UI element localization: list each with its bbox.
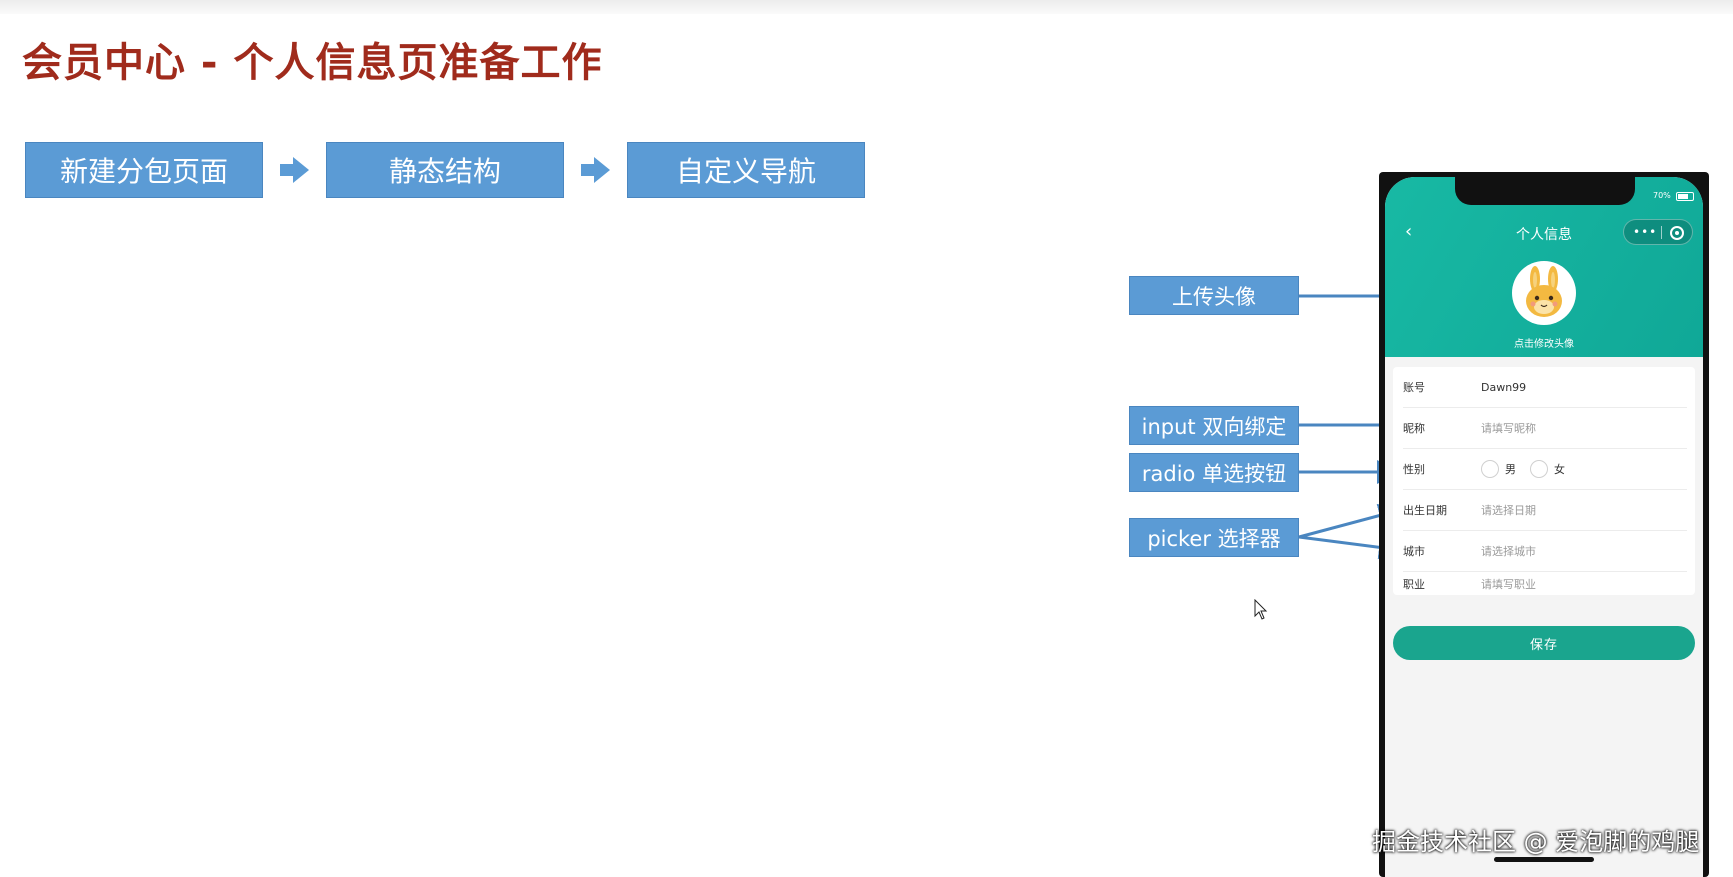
city-label: 城市	[1403, 545, 1425, 558]
watermark: 掘金技术社区 @ 爱泡脚的鸡腿	[1372, 828, 1700, 856]
step-custom-navigation: 自定义导航	[627, 142, 865, 198]
arrow-right-icon	[280, 157, 310, 183]
gender-male-radio[interactable]	[1481, 460, 1499, 478]
more-dots-icon[interactable]: •••	[1633, 225, 1658, 239]
close-target-icon[interactable]	[1670, 226, 1684, 240]
form-row-gender: 性别 男 女	[1403, 449, 1687, 490]
form-row-birthday[interactable]: 出生日期 请选择日期	[1403, 490, 1687, 531]
city-picker[interactable]: 请选择城市	[1481, 545, 1536, 558]
phone-notch	[1455, 177, 1635, 205]
nickname-label: 昵称	[1403, 422, 1425, 435]
slide-title: 会员中心 - 个人信息页准备工作	[22, 40, 603, 86]
battery-icon	[1676, 192, 1694, 201]
form-row-nickname[interactable]: 昵称 请填写昵称	[1403, 408, 1687, 449]
mouse-cursor-icon	[1254, 599, 1268, 620]
battery-level: 70%	[1653, 191, 1671, 200]
avatar[interactable]	[1512, 261, 1576, 325]
gender-label: 性别	[1403, 463, 1425, 476]
capsule-menu[interactable]: •••	[1623, 219, 1693, 245]
arrow-right-icon	[581, 157, 611, 183]
account-label: 账号	[1403, 381, 1425, 394]
step-new-subpackage: 新建分包页面	[25, 142, 263, 198]
nickname-input[interactable]: 请填写昵称	[1481, 422, 1536, 435]
phone-screen: 70% ‹ 个人信息 ••• 点击修改头像 账号 Dawn99 昵称	[1385, 177, 1703, 877]
annotation-upload-avatar: 上传头像	[1129, 276, 1299, 315]
home-indicator	[1494, 857, 1594, 862]
gender-male-label[interactable]: 男	[1505, 463, 1516, 476]
gender-female-radio[interactable]	[1530, 460, 1548, 478]
avatar-hint[interactable]: 点击修改头像	[1514, 339, 1574, 350]
capsule-divider	[1661, 226, 1662, 239]
nav-title: 个人信息	[1516, 227, 1572, 243]
annotation-radio-button: radio 单选按钮	[1129, 453, 1299, 492]
back-chevron-icon[interactable]: ‹	[1405, 221, 1413, 242]
top-shadow-bar	[0, 0, 1733, 14]
profession-input[interactable]: 请填写职业	[1481, 577, 1536, 591]
birthday-picker[interactable]: 请选择日期	[1481, 504, 1536, 517]
account-value: Dawn99	[1481, 380, 1527, 394]
gender-female-label[interactable]: 女	[1554, 463, 1565, 476]
profession-label: 职业	[1403, 577, 1425, 591]
step-static-structure: 静态结构	[326, 142, 564, 198]
profile-form: 账号 Dawn99 昵称 请填写昵称 性别 男 女 出生日期 请选择日期 城市 …	[1393, 367, 1695, 595]
form-row-profession[interactable]: 职业 请填写职业	[1403, 572, 1687, 595]
form-row-city[interactable]: 城市 请选择城市	[1403, 531, 1687, 572]
birthday-label: 出生日期	[1403, 504, 1447, 517]
rabbit-avatar-icon	[1526, 266, 1562, 317]
annotation-input-binding: input 双向绑定	[1129, 406, 1299, 445]
save-button[interactable]: 保存	[1393, 626, 1695, 660]
annotation-picker: picker 选择器	[1129, 518, 1299, 557]
form-row-account: 账号 Dawn99	[1403, 367, 1687, 408]
